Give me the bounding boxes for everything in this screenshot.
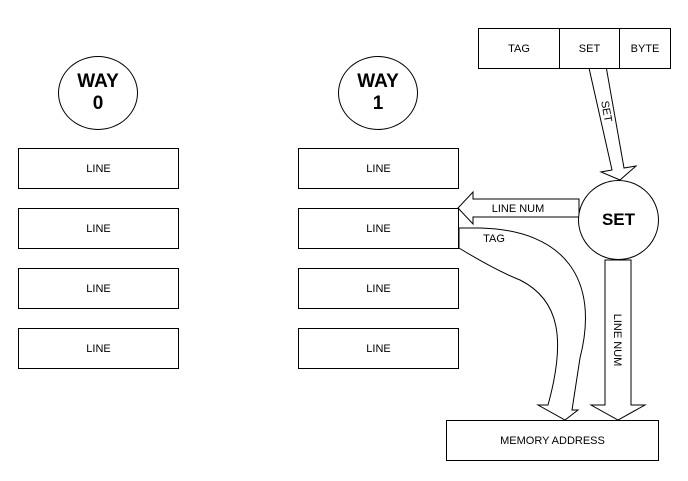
way-0-circle: WAY 0: [58, 56, 138, 130]
way-1-circle: WAY 1: [338, 56, 418, 130]
set-field-to-set-node-arrow: [588, 65, 638, 181]
set-arrow-label: SET: [598, 100, 614, 123]
way-0-title-line2: 0: [92, 93, 104, 114]
way-0-line-0: LINE: [18, 148, 179, 189]
line-num-down-arrow-label: LINE NUM: [611, 314, 623, 367]
line-num-left-arrow: [457, 190, 580, 226]
line-num-down-arrow: [589, 259, 647, 421]
way-1-title-line2: 1: [372, 93, 384, 114]
way-1-line-2: LINE: [298, 268, 459, 309]
way-1-line-1: LINE: [298, 208, 459, 249]
way-1-line-0: LINE: [298, 148, 459, 189]
memory-address-box: MEMORY ADDRESS: [446, 420, 659, 461]
line-num-left-arrow-label: LINE NUM: [492, 203, 545, 215]
way-1-title-line1: WAY: [357, 71, 399, 93]
way-1-line-3: LINE: [298, 328, 459, 369]
set-node-label: SET: [601, 210, 636, 230]
tag-curve-arrow: [458, 227, 586, 421]
way-0-line-1: LINE: [18, 208, 179, 249]
way-0-title-line1: WAY: [77, 71, 119, 93]
tag-curve-arrow-label: TAG: [483, 233, 505, 245]
way-0-line-3: LINE: [18, 328, 179, 369]
address-fields: TAG SET BYTE: [478, 28, 671, 69]
way-0-line-2: LINE: [18, 268, 179, 309]
set-field: SET: [559, 29, 619, 68]
tag-field: TAG: [508, 42, 530, 55]
set-node: SET: [578, 180, 659, 260]
byte-field: BYTE: [619, 29, 670, 68]
